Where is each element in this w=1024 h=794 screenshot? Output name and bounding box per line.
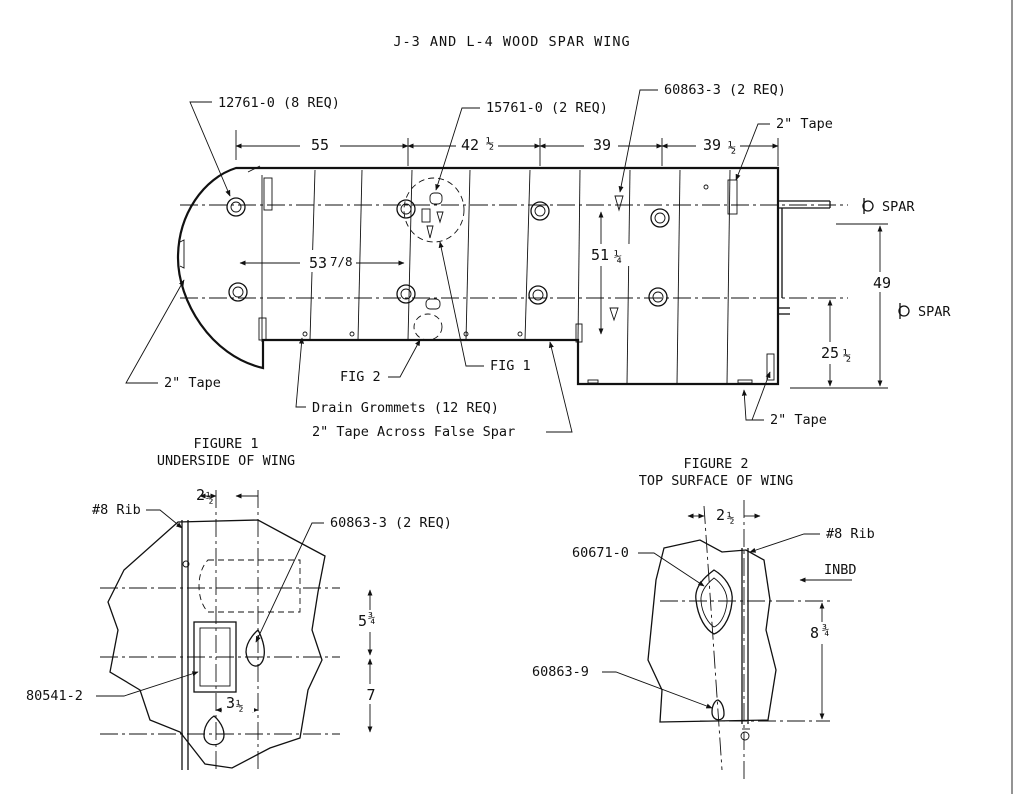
- fig1-hidden-outline: [198, 559, 301, 613]
- dim-53-group: 53 7/8: [239, 250, 405, 272]
- fig1-dim-2: 2: [196, 486, 205, 504]
- callout-drain: Drain Grommets (12 REQ): [312, 400, 499, 416]
- callout-false-spar-tape: 2" Tape Across False Spar: [312, 424, 515, 440]
- callout-12761: 12761-0 (8 REQ): [218, 95, 340, 111]
- inspection-rings: [226, 197, 670, 307]
- fig2-rib-label: #8 Rib: [826, 526, 875, 542]
- callout-60863-3: 60863-3 (2 REQ): [664, 82, 786, 98]
- dim-25: 25: [821, 344, 839, 362]
- fig1-title: FIGURE 1: [193, 436, 258, 452]
- dim-25-frac: ½: [843, 348, 851, 364]
- fig2-title: FIGURE 2: [683, 456, 748, 472]
- fig2-callout-60863-9: 60863-9: [532, 664, 589, 680]
- dim-51-group: 51 ¼: [585, 211, 631, 335]
- fig2-panel-outline: [647, 539, 777, 723]
- dim-39b: 39: [703, 136, 721, 154]
- tip-tape-stub: [179, 239, 185, 269]
- callout-tape-bottom-right: 2" Tape: [770, 412, 827, 428]
- fig1-dim-2-frac: ½: [206, 490, 214, 505]
- main-wing-view: 55 42 ½ 39 39 ½ 53 7/8 51 ¼: [125, 82, 951, 440]
- spar-root-fittings: [778, 200, 831, 315]
- fig2-dim-2-frac: ½: [727, 510, 735, 525]
- callout-tape-top-right: 2" Tape: [776, 116, 833, 132]
- fig1-dim-3-frac: ½: [236, 698, 244, 713]
- ribs: [261, 169, 731, 385]
- dim-49: 49: [873, 274, 891, 292]
- fig1-dim-5: 5: [358, 612, 367, 630]
- callout-tape-left: 2" Tape: [164, 375, 221, 391]
- dim-55: 55: [311, 136, 329, 154]
- fig1-grommet-upper: [245, 629, 265, 667]
- figure-2: FIGURE 2 TOP SURFACE OF WING 2 ½ 8 ¾ #8 …: [532, 456, 875, 780]
- fig2-callout-60671: 60671-0: [572, 545, 629, 561]
- dim-42: 42: [461, 136, 479, 154]
- fig2-dim-8-frac: ¾: [822, 622, 830, 637]
- dim-42-frac: ½: [486, 136, 494, 152]
- dim-39: 39: [593, 136, 611, 154]
- callout-fig2: FIG 2: [340, 369, 381, 385]
- fig1-rib-label: #8 Rib: [92, 502, 141, 518]
- fig1-plate-80541: [193, 621, 237, 693]
- fig1-panel-outline: [107, 519, 326, 769]
- wing-outline: [176, 166, 780, 386]
- fig2-inbd-label: INBD: [824, 562, 857, 578]
- fig2-dim-2: 2: [716, 506, 725, 524]
- fig1-dim-5-frac: ¾: [368, 610, 376, 625]
- spar-labels: SPAR SPAR: [862, 198, 951, 320]
- fig2-detail-area: [413, 313, 443, 341]
- dim-51: 51: [591, 246, 609, 264]
- fig2-dim-8: 8: [810, 624, 819, 642]
- fig1-dim-3: 3: [226, 694, 235, 712]
- spar-rear-label: SPAR: [918, 304, 951, 320]
- callout-15761: 15761-0 (2 REQ): [486, 100, 608, 116]
- main-callouts: 12761-0 (8 REQ) 15761-0 (2 REQ) 60863-3 …: [125, 82, 833, 440]
- fig1-grommet-lower: [203, 715, 225, 746]
- fig1-dim-7: 7: [366, 686, 375, 704]
- fig1-callout-80541: 80541-2: [26, 688, 83, 704]
- dim-53: 53: [309, 254, 327, 272]
- dim-51-frac: ¼: [614, 249, 622, 265]
- drain-grommet-marks: [302, 184, 753, 384]
- dim-53-frac: 7/8: [330, 254, 353, 269]
- fig2-subtitle: TOP SURFACE OF WING: [639, 473, 793, 489]
- dim-39b-frac: ½: [728, 140, 736, 156]
- drawing-title: J-3 AND L-4 WOOD SPAR WING: [393, 34, 630, 50]
- spar-front-label: SPAR: [882, 199, 915, 215]
- fig2-drain-60671: [695, 569, 733, 635]
- top-dimensions: 55 42 ½ 39 39 ½: [235, 130, 779, 166]
- fig1-subtitle: UNDERSIDE OF WING: [157, 453, 295, 469]
- fig1-callout-60863-3: 60863-3 (2 REQ): [330, 515, 452, 531]
- tape-patches: [247, 165, 775, 381]
- fig2-grommet-60863-9: [711, 699, 725, 721]
- right-dimensions: 49 25 ½: [790, 223, 894, 389]
- callout-fig1: FIG 1: [490, 358, 531, 374]
- figure-1: FIGURE 1 UNDERSIDE OF WING 2 ½ 3 ½ 5 ¾ 7…: [26, 436, 452, 770]
- fig1-detail-area: [403, 177, 465, 310]
